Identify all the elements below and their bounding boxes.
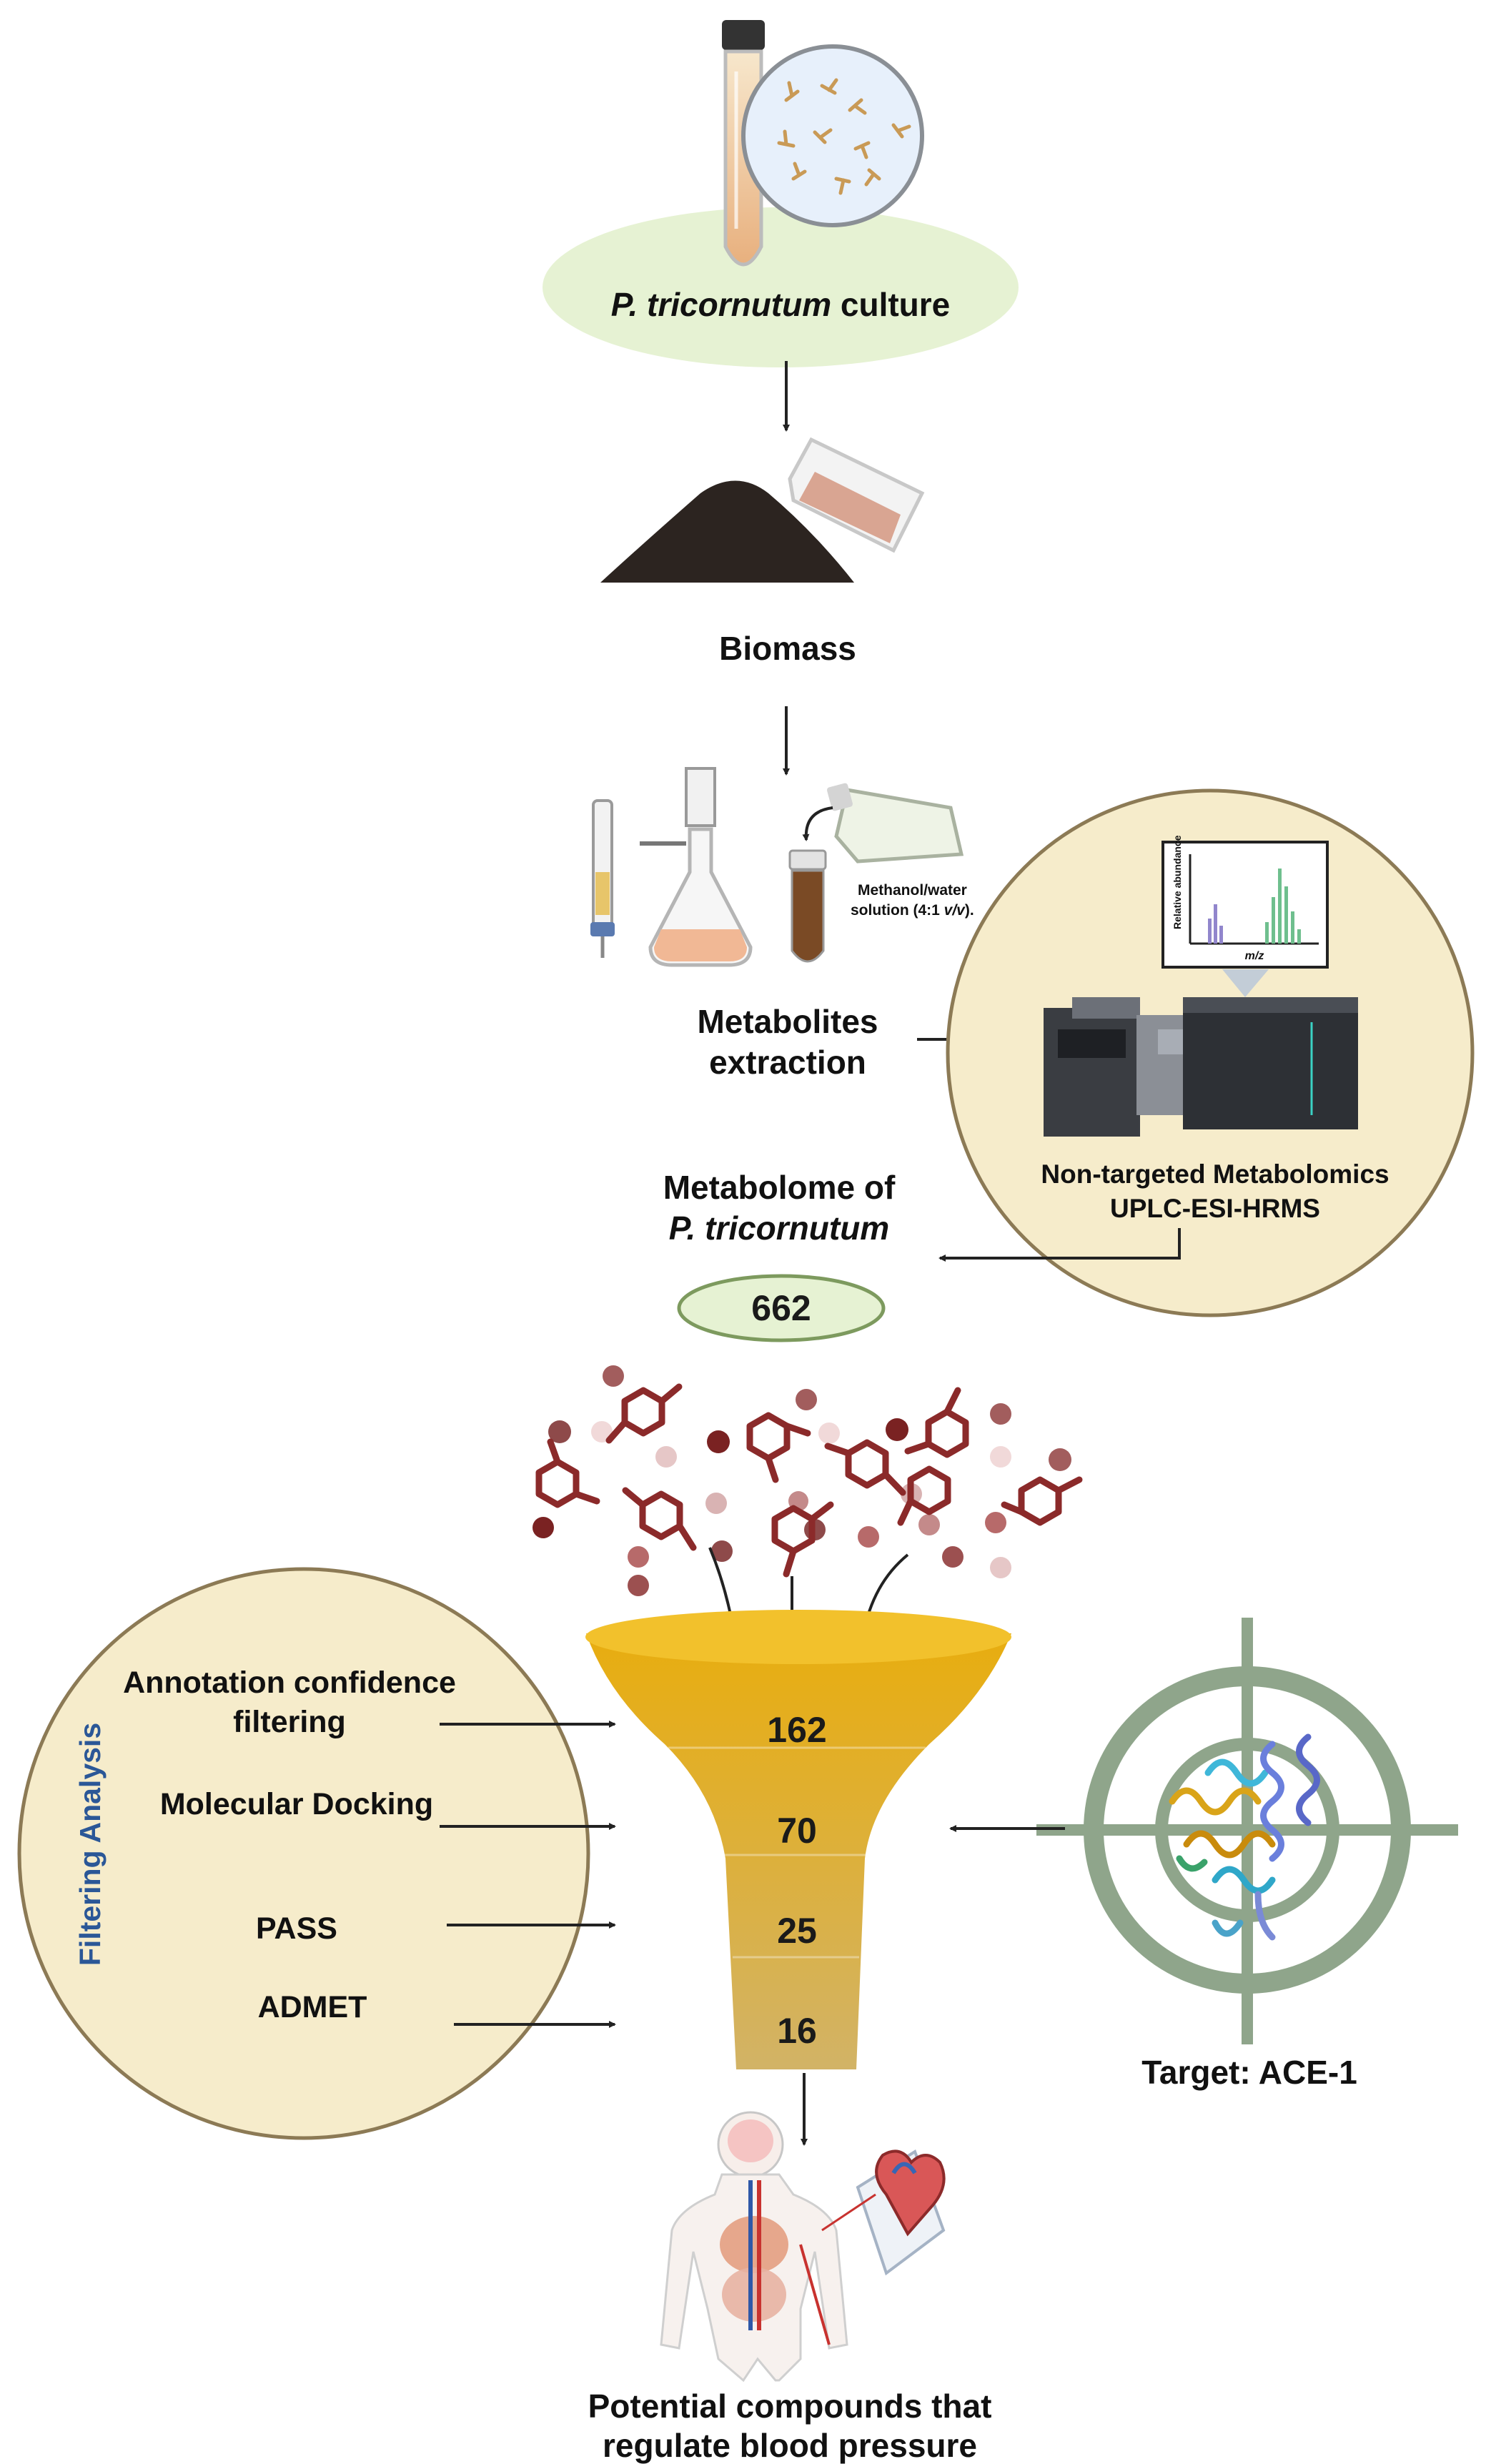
funnel-level3: 25 — [777, 1911, 817, 1951]
arrow-metabolomics-to-metabolome — [938, 1228, 1181, 1262]
metabolomics-group: Relative abundance m/z Non-targeted Meta… — [946, 788, 1475, 1317]
microscope-view-icon — [741, 44, 924, 227]
filter-step1-line1: Annotation confidence — [123, 1666, 456, 1700]
molecule-cloud — [533, 1365, 1083, 1649]
protein-structure-icon — [1169, 1733, 1320, 1941]
filtering-group: Filtering Analysis Annotation confidence… — [17, 1567, 616, 2140]
funnel-level4: 16 — [777, 2011, 817, 2051]
spectrum-ylabel: Relative abundance — [1172, 835, 1183, 929]
culture-suffix: culture — [831, 286, 950, 323]
filter-step2: Molecular Docking — [160, 1787, 433, 1821]
metabolomics-line2: UPLC-ESI-HRMS — [1110, 1194, 1320, 1223]
target-label: Target: ACE-1 — [1141, 2054, 1357, 2091]
funnel-level1: 162 — [767, 1710, 826, 1750]
metabolome-group: Metabolome of P. tricornutum 662 — [663, 1169, 896, 1342]
biomass-pile-icon — [600, 480, 854, 583]
outcome-group: Potential compounds that regulate blood … — [588, 2111, 992, 2464]
filter-step3: PASS — [256, 1911, 337, 1946]
solvent-line2: solution (4:1 v/v). — [851, 902, 974, 919]
metabolome-line2: P. tricornutum — [669, 1209, 889, 1247]
particle-dots — [533, 1365, 1071, 1596]
extraction-line2: extraction — [709, 1044, 866, 1081]
filtering-circle — [17, 1567, 590, 2140]
biomass-label: Biomass — [719, 630, 856, 667]
molecule-structures — [535, 1383, 1083, 1578]
outcome-line2: regulate blood pressure — [603, 2427, 977, 2464]
solvent-line1: Methanol/water — [858, 882, 967, 899]
target-crosshair-icon — [1036, 1618, 1458, 2044]
biomass-group: Biomass — [600, 437, 925, 667]
extraction-tube-icon — [788, 849, 827, 963]
filter-step4: ADMET — [258, 1990, 367, 2024]
funnel-rim — [585, 1610, 1011, 1664]
funnel-group: 162 70 25 16 — [585, 1610, 1011, 2069]
mass-spectrum-panel: Relative abundance m/z — [1161, 835, 1329, 997]
heart-icon — [821, 2149, 946, 2276]
metabolome-line1: Metabolome of — [663, 1169, 896, 1206]
human-body-icon — [660, 2111, 848, 2383]
vacuum-flask-icon — [640, 767, 753, 967]
filter-step1-line2: filtering — [233, 1705, 346, 1739]
beaker-icon — [788, 437, 925, 553]
culture-ellipse — [543, 207, 1019, 367]
solvent-bottle-icon — [802, 783, 964, 864]
syringe-icon — [590, 799, 615, 958]
metabolome-count-ellipse — [677, 1274, 886, 1342]
outcome-line1: Potential compounds that — [588, 2388, 992, 2425]
spectrum-xlabel: m/z — [1245, 950, 1264, 962]
culture-species: P. tricornutum — [611, 286, 831, 323]
metabolome-count: 662 — [751, 1288, 811, 1328]
filtering-title: Filtering Analysis — [74, 1723, 107, 1966]
funnel-body — [586, 1633, 1011, 2069]
metabolomics-line1: Non-targeted Metabolomics — [1041, 1159, 1389, 1189]
culture-group: P. tricornutum culture — [543, 20, 1019, 367]
target-group: Target: ACE-1 — [949, 1618, 1458, 2091]
extraction-group: Methanol/water solution (4:1 v/v). Metab… — [590, 767, 974, 1081]
funnel-level2: 70 — [777, 1811, 817, 1851]
mass-spectrometer-icon — [1044, 997, 1358, 1137]
culture-label: P. tricornutum culture — [611, 286, 951, 323]
extraction-line1: Metabolites — [697, 1003, 878, 1040]
